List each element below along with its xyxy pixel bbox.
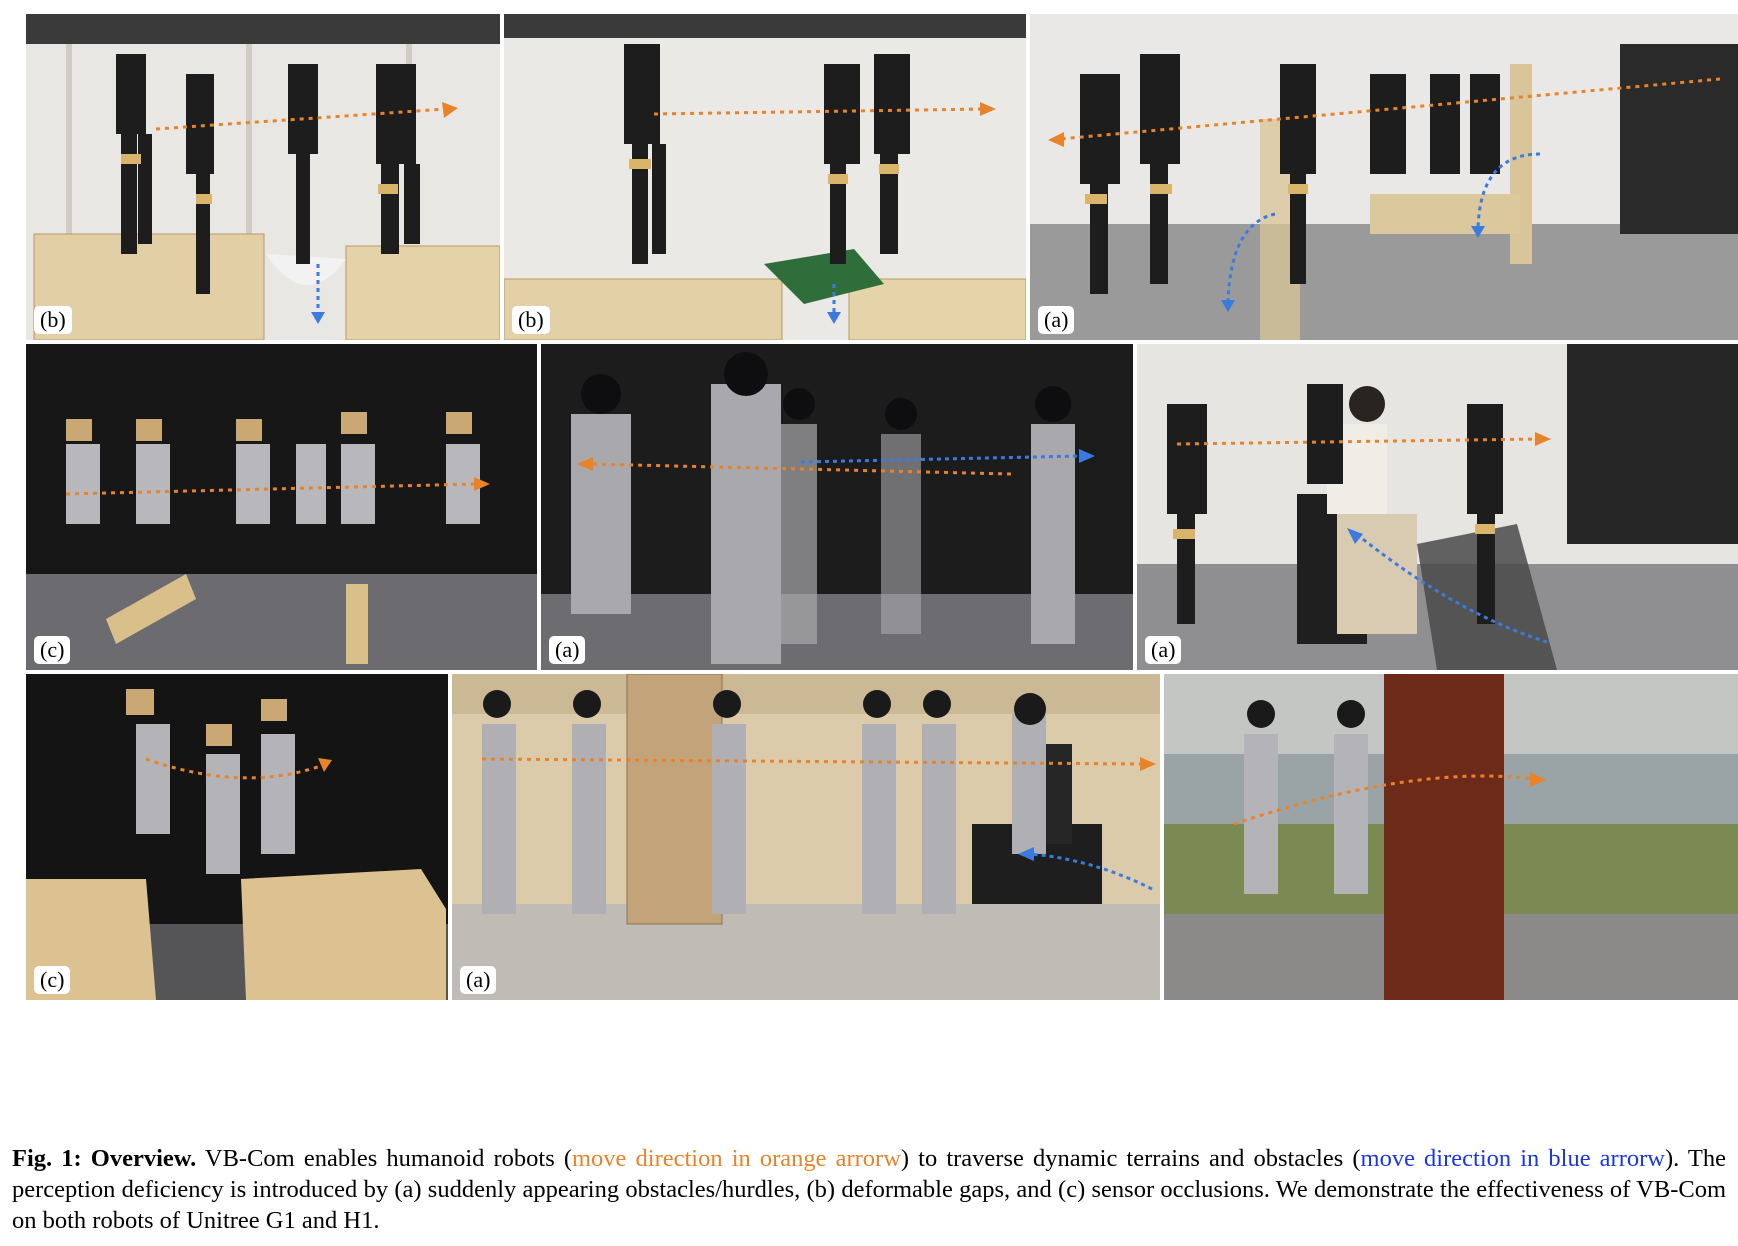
- photo-scene: [26, 14, 500, 340]
- panel-g1-crossing: (a): [541, 344, 1133, 670]
- figure-grid: (b) (b): [26, 14, 1738, 1114]
- panel-h1-pushed-box: (a): [1137, 344, 1738, 670]
- panel-label: (a): [1145, 636, 1182, 664]
- panel-h1-gap-mat: (b): [504, 14, 1026, 340]
- caption-fig-number: Fig. 1:: [12, 1145, 82, 1172]
- panel-h1-falling-board: (a): [1030, 14, 1738, 340]
- caption-text-1: VB-Com enables humanoid robots (: [204, 1145, 572, 1172]
- panel-label: (a): [1038, 306, 1075, 334]
- panel-label: (b): [512, 306, 550, 334]
- panel-h1-gap-foam: (b): [26, 14, 500, 340]
- panel-g1-chair: (a): [452, 674, 1160, 1000]
- figure-caption: Fig. 1: Overview. VB-Com enables humanoi…: [12, 1143, 1726, 1236]
- photo-scene: [1164, 674, 1738, 1000]
- panel-label: (a): [460, 966, 497, 994]
- photo-scene: [541, 344, 1133, 670]
- panel-label: (b): [34, 306, 72, 334]
- caption-blue-text: move direction in blue arrorw: [1360, 1145, 1665, 1172]
- photo-scene: [1030, 14, 1738, 340]
- panel-label: (c): [34, 636, 71, 664]
- caption-text-2: ) to traverse dynamic terrains and obsta…: [900, 1145, 1361, 1172]
- photo-scene: [26, 344, 537, 670]
- panel-label: (a): [549, 636, 586, 664]
- caption-title: Overview.: [90, 1145, 197, 1172]
- caption-orange-text: move direction in orange arrorw: [572, 1145, 901, 1172]
- caption-text-3: ). The perception deficiency is introduc…: [12, 1145, 1726, 1234]
- panel-g1-gap-occluded: (c): [26, 674, 448, 1000]
- photo-scene: [26, 674, 448, 1000]
- photo-scene: [1137, 344, 1738, 670]
- photo-scene: [452, 674, 1160, 1000]
- photo-scene: [504, 14, 1026, 340]
- panel-g1-tree: [1164, 674, 1738, 1000]
- panel-g1-hurdle-occluded: (c): [26, 344, 537, 670]
- panel-label: (c): [34, 966, 71, 994]
